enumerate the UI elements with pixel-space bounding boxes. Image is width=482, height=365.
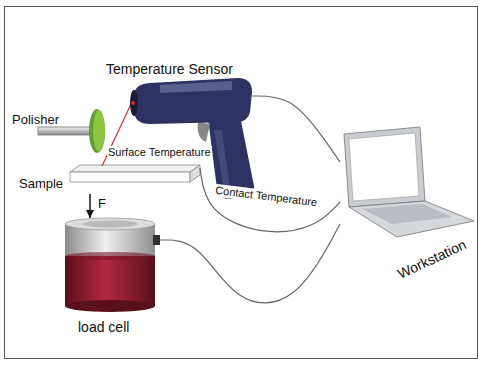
connector-label: Contact Temperature: [214, 184, 319, 209]
part-label: Sample: [19, 177, 63, 192]
annotation-label: Surface Temperature: [107, 146, 212, 159]
part-label: Workstation: [395, 236, 469, 282]
polisher-node: Polisher: [8, 108, 108, 156]
load-cell-figure: [65, 218, 160, 312]
part-label: Polisher: [12, 113, 59, 128]
laptop-figure: [344, 127, 474, 237]
label-holder: Surface Temperature: [107, 142, 212, 160]
connector-label: F: [97, 197, 107, 212]
label-holder: Contact Temperature: [214, 186, 319, 204]
part-label: load cell: [78, 319, 129, 335]
label-holder: F: [97, 194, 107, 212]
load-cell-node: load cell: [62, 218, 160, 340]
cable: [160, 224, 340, 303]
sample-node: Sample: [15, 162, 200, 194]
workstation-node: Workstation: [340, 122, 478, 287]
part-label: Temperature Sensor: [106, 61, 233, 77]
ir-thermometer: [130, 78, 254, 199]
force-arrow: [89, 194, 91, 218]
frame: [5, 7, 478, 359]
cable: [200, 168, 340, 232]
sensor-node: Temperature Sensor: [100, 58, 250, 203]
cable: [250, 96, 340, 162]
sample-bar: [70, 165, 200, 182]
